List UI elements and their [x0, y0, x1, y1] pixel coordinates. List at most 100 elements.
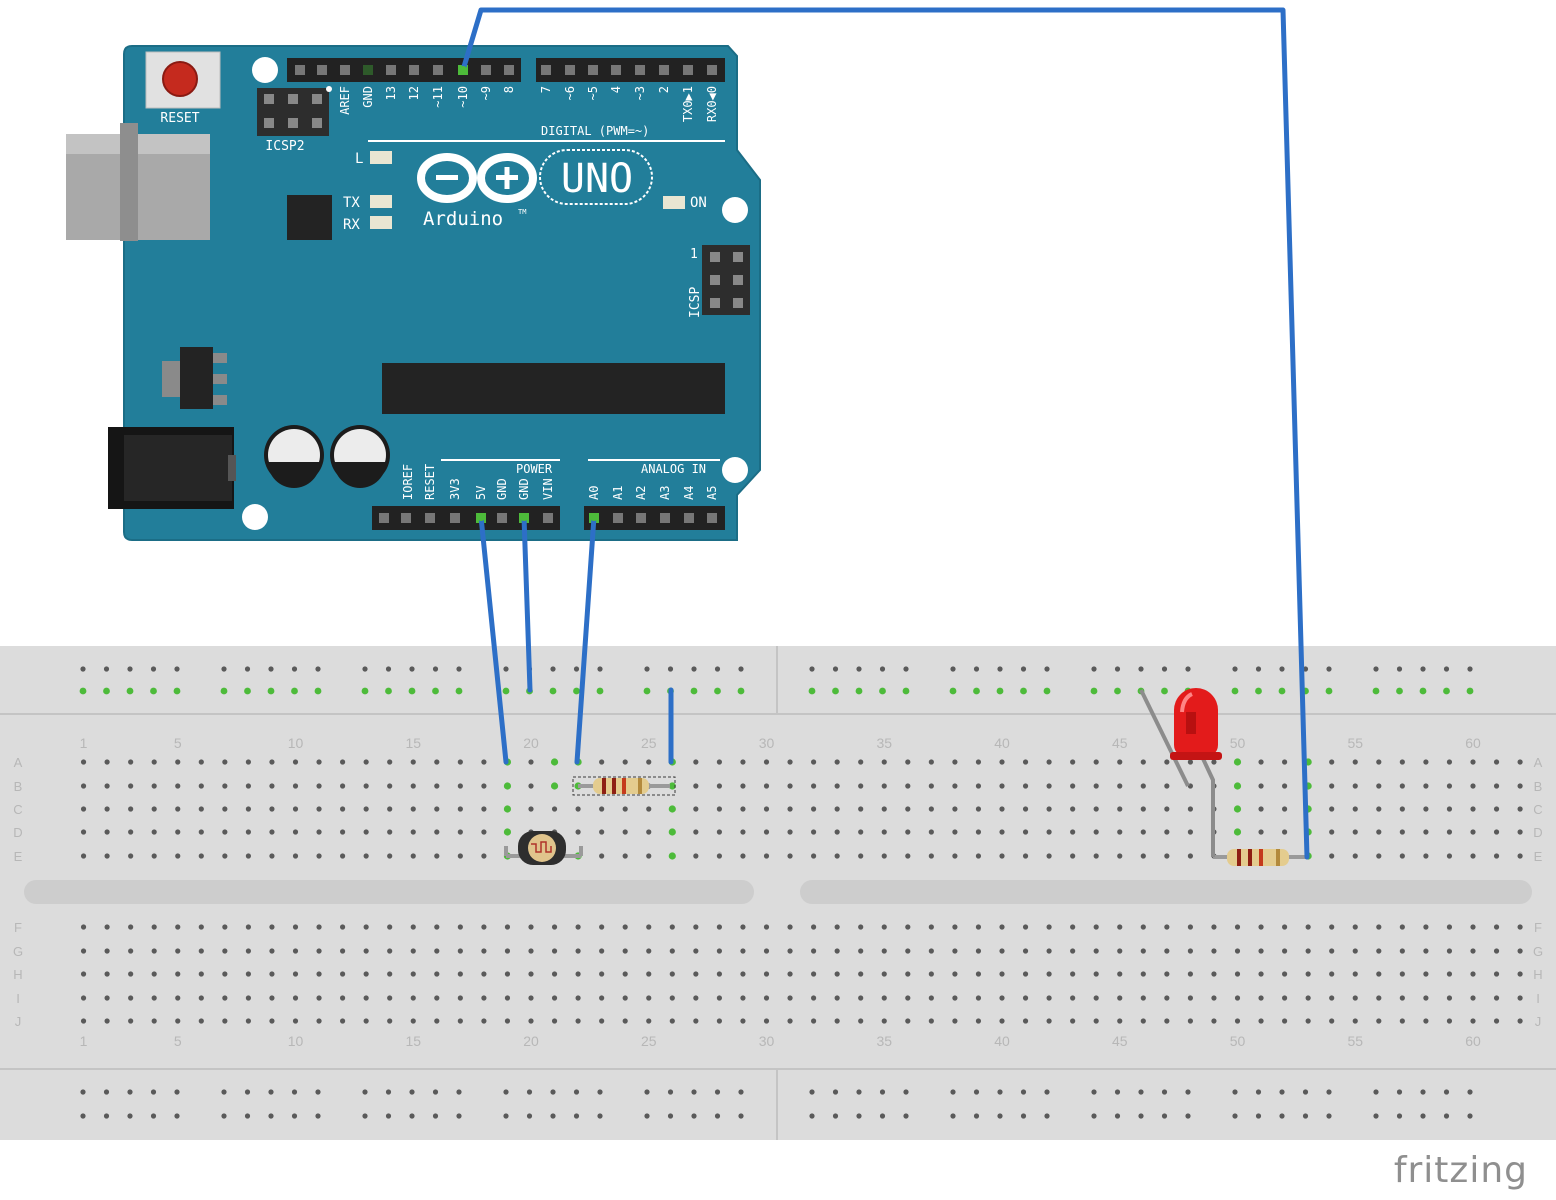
row-letter: G — [13, 944, 23, 959]
center-channel-right — [800, 880, 1532, 904]
row-letter: C — [13, 802, 22, 817]
resistor-2 — [1213, 849, 1307, 866]
row-letter: J — [1535, 1014, 1542, 1029]
power-pin-label: IOREF — [401, 464, 415, 500]
power-pin-label: RESET — [423, 464, 437, 500]
wire-endpoints — [459, 66, 598, 521]
row-letter: F — [1534, 920, 1542, 935]
column-number: 50 — [1230, 735, 1246, 751]
column-number: 60 — [1465, 735, 1481, 751]
column-number: 45 — [1112, 1033, 1128, 1049]
capacitors — [264, 425, 390, 488]
digital-pin-label: ~11 — [431, 86, 445, 108]
icsp-label: ICSP — [688, 287, 703, 318]
column-number: 1 — [80, 735, 88, 751]
reset-button: RESET — [145, 51, 221, 126]
row-letter: E — [14, 849, 23, 864]
column-number: 25 — [641, 735, 657, 751]
dc-power-jack — [108, 427, 236, 509]
column-number: 5 — [174, 1033, 182, 1049]
column-number: 35 — [876, 1033, 892, 1049]
fritzing-watermark: fritzing — [1393, 1150, 1528, 1191]
brand-label: Arduino — [423, 208, 503, 230]
power-pin-label: 5V — [474, 486, 488, 500]
column-number: 40 — [994, 735, 1010, 751]
center-channel-left — [24, 880, 754, 904]
digital-header-2 — [536, 58, 725, 82]
icsp2-label: ICSP2 — [265, 139, 304, 154]
arduino-uno-board: RESET ICSP2 L TX RX ON — [66, 45, 761, 541]
row-letter: H — [13, 967, 22, 982]
resistor-1 — [572, 776, 676, 796]
digital-pin-label: AREF — [338, 86, 352, 115]
digital-pin-label: RX0◀0 — [705, 86, 719, 122]
red-led — [1170, 688, 1222, 760]
column-number: 20 — [523, 1033, 539, 1049]
arduino-logo: UNO Arduino TM — [417, 149, 653, 230]
wire-gnd — [521, 514, 533, 693]
row-letter: B — [1534, 779, 1543, 794]
voltage-regulator — [162, 347, 227, 409]
wire-pin10-to-resistor — [460, 7, 1310, 860]
row-letter: A — [1534, 755, 1543, 770]
photoresistor — [504, 831, 583, 865]
uno-label: UNO — [561, 156, 633, 202]
column-number: 1 — [80, 1033, 88, 1049]
led-tx-label: TX — [343, 195, 360, 211]
power-pin-label: GND — [495, 478, 509, 500]
analog-pin-label: A1 — [611, 486, 625, 500]
analog-pin-label: A3 — [658, 486, 672, 500]
column-number: 25 — [641, 1033, 657, 1049]
icsp-header: 1 ICSP — [688, 245, 750, 318]
column-number: 55 — [1347, 1033, 1363, 1049]
row-letter: I — [1536, 991, 1540, 1006]
column-number: 15 — [405, 735, 421, 751]
digital-label: DIGITAL (PWM=~) — [541, 124, 649, 138]
column-number: 60 — [1465, 1033, 1481, 1049]
column-number: 40 — [994, 1033, 1010, 1049]
column-number: 30 — [759, 735, 775, 751]
row-letter: D — [13, 825, 22, 840]
digital-pin-label: 7 — [539, 86, 553, 93]
digital-pin-label: 12 — [407, 86, 421, 100]
power-pin-label: VIN — [541, 478, 555, 500]
icsp-pin1-label: 1 — [690, 247, 698, 262]
row-letter: F — [14, 920, 22, 935]
icsp2-header: ICSP2 — [257, 86, 332, 154]
led-l-label: L — [355, 151, 363, 167]
analog-pin-label: A0 — [587, 486, 601, 500]
row-letter: H — [1533, 967, 1542, 982]
column-number: 45 — [1112, 735, 1128, 751]
row-letter: C — [1533, 802, 1542, 817]
digital-pin-label: 4 — [609, 86, 623, 93]
wire-a0 — [574, 514, 597, 765]
digital-pin-label: GND — [361, 86, 375, 108]
power-label: POWER — [516, 462, 553, 476]
digital-pin-label: ~5 — [586, 86, 600, 100]
digital-pin-label: ~3 — [633, 86, 647, 100]
digital-pin-label: ~10 — [456, 86, 470, 108]
row-letter: A — [14, 755, 23, 770]
column-number: 15 — [405, 1033, 421, 1049]
column-number: 10 — [288, 1033, 304, 1049]
digital-pin-label: ~6 — [563, 86, 577, 100]
analog-label: ANALOG IN — [641, 462, 706, 476]
analog-pin-label: A4 — [682, 486, 696, 500]
digital-pin-label: 13 — [384, 86, 398, 100]
column-number: 5 — [174, 735, 182, 751]
digital-pin-label: ~9 — [479, 86, 493, 100]
atmega-chip — [382, 363, 725, 414]
reset-label: RESET — [160, 111, 199, 126]
row-letter: J — [15, 1014, 22, 1029]
column-number: 55 — [1347, 735, 1363, 751]
column-number: 10 — [288, 735, 304, 751]
analog-pin-label: A5 — [705, 486, 719, 500]
analog-pin-label: A2 — [634, 486, 648, 500]
power-pin-label: GND — [517, 478, 531, 500]
wires — [460, 7, 1310, 860]
row-letter: D — [1533, 825, 1542, 840]
usb-chip — [287, 195, 332, 240]
row-letter: B — [14, 779, 23, 794]
tm-label: TM — [518, 208, 526, 216]
